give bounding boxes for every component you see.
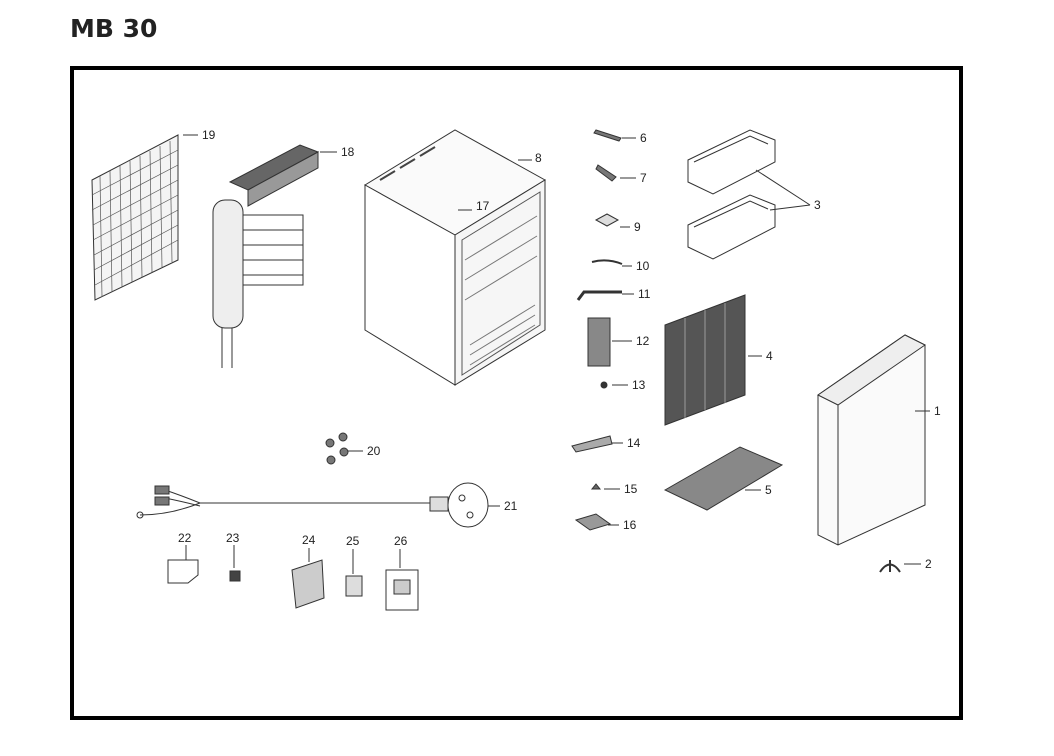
label-22: 22	[178, 531, 192, 545]
part-4-evaporator-plate	[664, 294, 762, 426]
label-10: 10	[636, 259, 650, 273]
part-13-knob	[600, 381, 628, 389]
part-14-hinge	[571, 435, 623, 453]
part-5-ice-tray	[663, 446, 784, 511]
label-14: 14	[627, 436, 641, 450]
part-6-bracket	[593, 129, 636, 142]
part-16-hinge-plate	[574, 513, 619, 531]
part-1-door	[817, 334, 930, 546]
label-13: 13	[632, 378, 646, 392]
part-25-connector	[345, 549, 363, 597]
label-18: 18	[341, 145, 355, 159]
part-23-relay	[229, 545, 241, 582]
part-7-bracket	[595, 164, 636, 182]
part-24-board	[291, 548, 325, 609]
label-12: 12	[636, 334, 650, 348]
label-6: 6	[640, 131, 647, 145]
label-3: 3	[814, 198, 821, 212]
part-9-plate	[594, 213, 630, 228]
label-25: 25	[346, 534, 360, 548]
label-17: 17	[476, 199, 490, 213]
label-26: 26	[394, 534, 408, 548]
label-8: 8	[535, 151, 542, 165]
part-8-cabinet	[364, 129, 546, 386]
part-19-condenser	[91, 134, 198, 301]
label-9: 9	[634, 220, 641, 234]
label-11: 11	[638, 287, 651, 301]
part-10-sensor-wire	[591, 259, 632, 267]
label-15: 15	[624, 482, 638, 496]
label-5: 5	[765, 483, 772, 497]
label-4: 4	[766, 349, 773, 363]
part-12-thermostat	[587, 317, 632, 367]
label-16: 16	[623, 518, 637, 532]
page-title: MB 30	[70, 14, 158, 43]
label-21: 21	[504, 499, 518, 513]
part-22-cover	[167, 545, 199, 584]
part-18-cooling-unit	[212, 144, 337, 368]
diagram-frame	[70, 66, 963, 720]
part-26-box	[385, 549, 419, 611]
label-20: 20	[367, 444, 381, 458]
part-15-screw	[590, 483, 620, 490]
label-7: 7	[640, 171, 647, 185]
label-24: 24	[302, 533, 316, 547]
part-21-power-cord	[136, 482, 500, 528]
label-2: 2	[925, 557, 932, 571]
part-20-screws	[325, 432, 363, 465]
part-11-tube	[576, 290, 634, 301]
label-1: 1	[934, 404, 941, 418]
label-23: 23	[226, 531, 240, 545]
part-2-foot	[879, 560, 921, 573]
part-3-door-shelves	[687, 129, 811, 260]
label-19: 19	[202, 128, 216, 142]
